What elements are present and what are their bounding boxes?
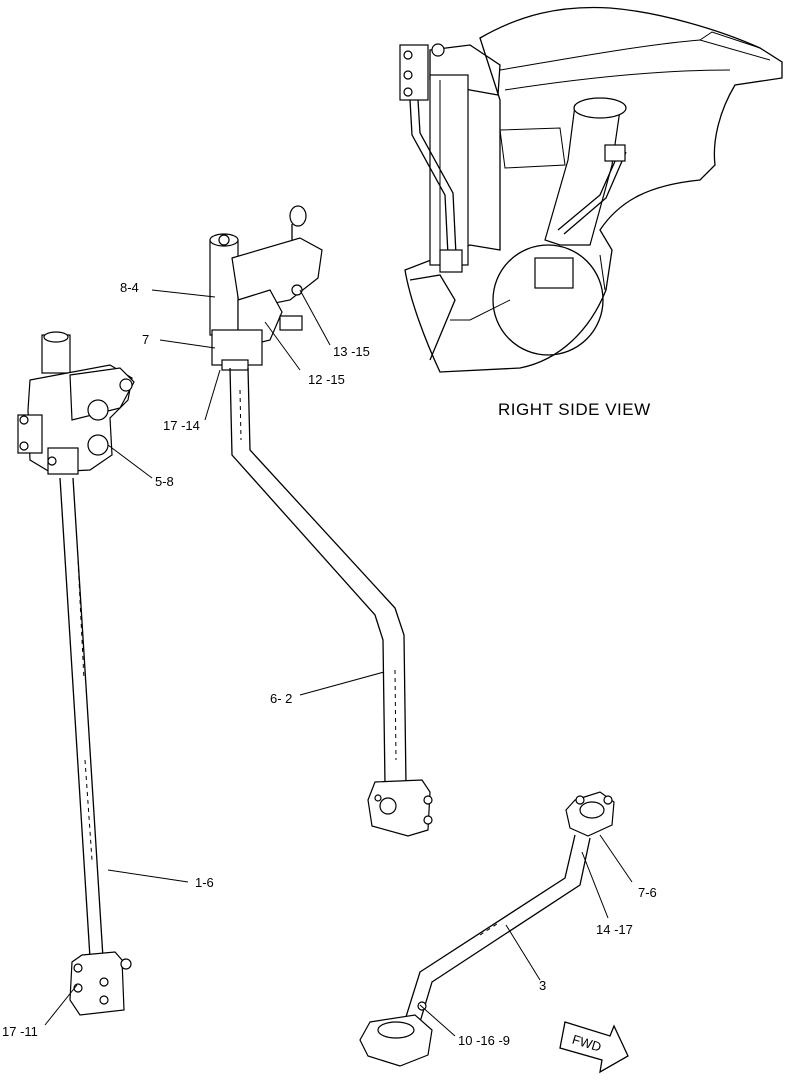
tube-lower-right — [359, 791, 615, 1067]
callout-6-2: 6- 2 — [270, 691, 292, 706]
callout-12-15: 12 -15 — [308, 372, 345, 387]
view-title: RIGHT SIDE VIEW — [498, 400, 651, 419]
fwd-label: FWD — [570, 1032, 603, 1055]
valve-assembly-center — [209, 205, 323, 371]
callout-7-6: 7-6 — [638, 885, 657, 900]
leader-lines — [44, 289, 633, 1037]
callout-10-16-9: 10 -16 -9 — [458, 1033, 510, 1048]
callout-3: 3 — [539, 978, 546, 993]
callout-17-14: 17 -14 — [163, 418, 200, 433]
callout-8-4: 8-4 — [120, 280, 139, 295]
right-side-view-inset — [399, 6, 783, 373]
tube-center — [229, 367, 433, 837]
callout-5-8: 5-8 — [155, 474, 174, 489]
callout-17-11: 17 -11 — [2, 1024, 38, 1039]
callout-14-17: 14 -17 — [596, 922, 633, 937]
callout-7: 7 — [142, 332, 149, 347]
tube-left-vertical — [59, 477, 132, 1016]
callout-1-6: 1-6 — [195, 875, 214, 890]
fwd-arrow — [559, 1021, 629, 1074]
callout-13-15: 13 -15 — [333, 344, 370, 359]
valve-assembly-left — [17, 331, 135, 475]
